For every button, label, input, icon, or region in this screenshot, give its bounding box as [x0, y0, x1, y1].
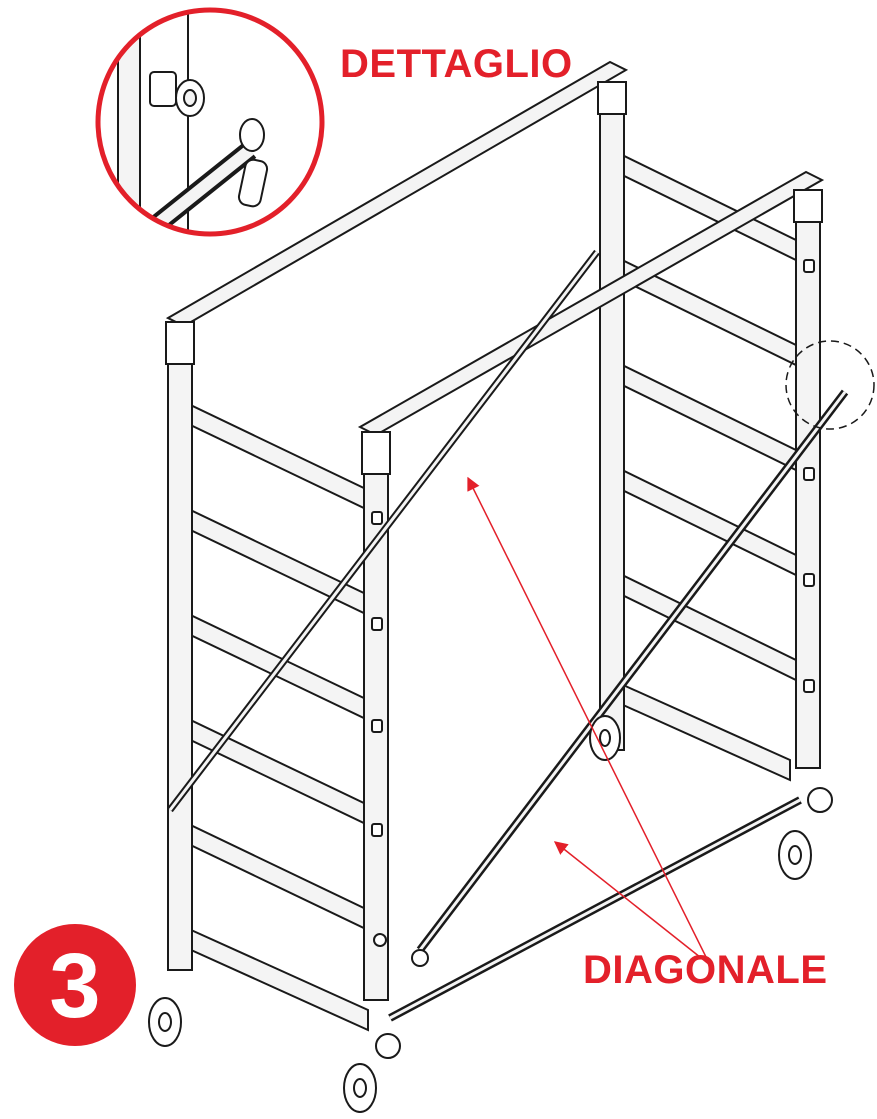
- wheel-front-left: [148, 997, 182, 1047]
- front-frame-rungs: [179, 398, 369, 1032]
- front-frame: [165, 321, 391, 1032]
- step-number: 3: [49, 935, 101, 1037]
- arrow-to-rear-diagonal: [467, 476, 711, 966]
- rear-frame: [165, 60, 825, 782]
- detail-callout-circle: [785, 340, 875, 430]
- caster-wheels: [148, 715, 833, 1113]
- wheel-rear-left: [589, 715, 621, 761]
- step-badge: 3: [14, 924, 136, 1046]
- rear-upright-left: [599, 109, 625, 751]
- wheel-front-right: [343, 1063, 377, 1113]
- front-upright-left: [167, 329, 193, 971]
- arrow-to-front-diagonal: [553, 841, 711, 966]
- annotation-arrows: [467, 476, 711, 966]
- wheel-rear-right: [778, 830, 812, 880]
- detail-magnifier: [95, 7, 325, 237]
- detail-label: DETTAGLIO: [340, 42, 573, 86]
- diagonal-label: DIAGONALE: [583, 948, 828, 992]
- diagonal-braces: [167, 249, 849, 1022]
